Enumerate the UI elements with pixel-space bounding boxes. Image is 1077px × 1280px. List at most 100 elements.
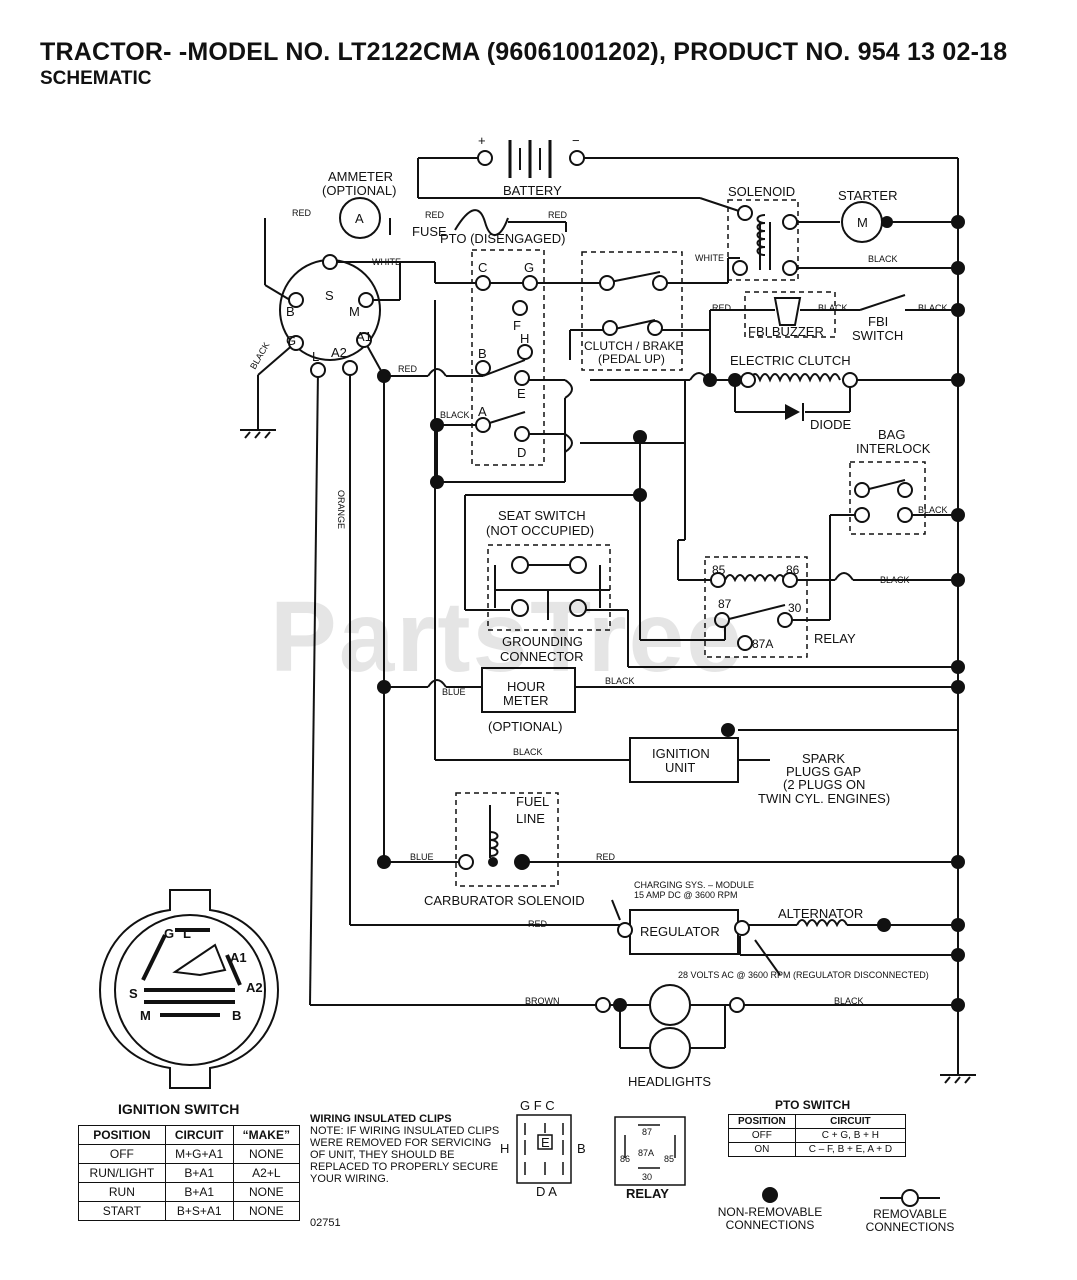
table-row: OFF M+G+A1 NONE bbox=[78, 1144, 301, 1164]
table-cell: OFF bbox=[78, 1144, 166, 1164]
pto-terminal-c: C bbox=[478, 260, 487, 275]
table-cell: RUN bbox=[78, 1182, 166, 1202]
clutch-brake-label-1: CLUTCH / BRAKE bbox=[584, 339, 683, 353]
legend-non-removable: NON-REMOVABLE CONNECTIONS bbox=[717, 1205, 823, 1232]
electric-clutch-label: ELECTRIC CLUTCH bbox=[730, 353, 851, 368]
relay-pin-85: 85 bbox=[712, 563, 726, 577]
carb-red-wire-label: RED bbox=[596, 852, 616, 862]
grounding-connector-label-2: CONNECTOR bbox=[500, 649, 584, 664]
interlock-black-wire-label: BLACK bbox=[918, 505, 948, 515]
starter-label: STARTER bbox=[838, 188, 897, 203]
headlight-black-wire-label: BLACK bbox=[834, 996, 864, 1006]
battery-label: BATTERY bbox=[503, 183, 562, 198]
spark-plugs-label-1: SPARK bbox=[802, 751, 845, 766]
orange-wire-label: ORANGE bbox=[336, 490, 346, 529]
carb-blue-wire-label: BLUE bbox=[410, 852, 434, 862]
fuse-red-wire-label: RED bbox=[425, 210, 445, 220]
diode-label: DIODE bbox=[810, 417, 852, 432]
hour-meter-optional-label: (OPTIONAL) bbox=[488, 719, 562, 734]
table-cell: OFF bbox=[728, 1128, 796, 1143]
fuel-line-label-2: LINE bbox=[516, 811, 545, 826]
ign-face-a1: A1 bbox=[230, 950, 247, 965]
pto-red-wire-label-2: RED bbox=[398, 364, 418, 374]
table-cell: START bbox=[78, 1201, 166, 1221]
ignition-white-wire-label: WHITE bbox=[372, 257, 401, 267]
starter-motor-symbol: M bbox=[857, 215, 868, 230]
fuse-label: FUSE bbox=[412, 224, 447, 239]
pto-connector-top: G F C bbox=[520, 1098, 555, 1113]
table-cell: M+G+A1 bbox=[164, 1144, 234, 1164]
solenoid-label: SOLENOID bbox=[728, 184, 795, 199]
ign-face-g: G bbox=[164, 926, 174, 941]
table-cell: RUN/LIGHT bbox=[78, 1163, 166, 1183]
key-terminal-b: B bbox=[286, 304, 295, 319]
pto-connector-left: H bbox=[500, 1141, 509, 1156]
key-terminal-m: M bbox=[349, 304, 360, 319]
pto-connector-bottom: D A bbox=[536, 1184, 557, 1199]
pto-terminal-a: A bbox=[478, 404, 487, 419]
note-text: NOTE: IF WIRING INSULATED CLIPS WERE REM… bbox=[310, 1125, 500, 1185]
headlights-label: HEADLIGHTS bbox=[628, 1074, 711, 1089]
table-row: RUN/LIGHT B+A1 A2+L bbox=[78, 1163, 301, 1183]
carburetor-solenoid-label: CARBURATOR SOLENOID bbox=[424, 893, 585, 908]
relay-pin-30: 30 bbox=[788, 601, 802, 615]
table-row: OFF C + G, B + H bbox=[728, 1128, 907, 1143]
pto-disengaged-label: PTO (DISENGAGED) bbox=[440, 231, 565, 246]
table-cell: A2+L bbox=[232, 1163, 301, 1183]
spark-plugs-label-4: TWIN CYL. ENGINES) bbox=[758, 791, 890, 806]
note-heading: WIRING INSULATED CLIPS bbox=[310, 1113, 452, 1125]
regulator-red-wire-label: RED bbox=[528, 919, 548, 929]
table-header: POSITION bbox=[728, 1114, 796, 1129]
ammeter-symbol: A bbox=[355, 211, 364, 226]
hour-meter-label-1: HOUR bbox=[507, 679, 545, 694]
spark-plugs-label-3: (2 PLUGS ON bbox=[783, 777, 865, 792]
pto-switch-title: PTO SWITCH bbox=[775, 1098, 851, 1112]
hour-meter-blue-wire-label: BLUE bbox=[442, 687, 466, 697]
pto-terminal-g: G bbox=[524, 260, 534, 275]
relay-connector-85: 85 bbox=[664, 1154, 674, 1164]
pto-terminal-e: E bbox=[517, 386, 526, 401]
table-cell: C + G, B + H bbox=[794, 1128, 907, 1143]
table-row: RUN B+A1 NONE bbox=[78, 1182, 301, 1202]
pto-terminal-b: B bbox=[478, 346, 487, 361]
table-header: POSITION bbox=[78, 1125, 166, 1145]
bag-interlock-label-2: INTERLOCK bbox=[856, 441, 931, 456]
pto-terminal-h: H bbox=[520, 331, 529, 346]
ignition-unit-black-wire-label: BLACK bbox=[513, 747, 543, 757]
table-header: “MAKE” bbox=[232, 1125, 301, 1145]
solenoid-white-wire-label: WHITE bbox=[695, 253, 724, 263]
ammeter-red-wire-label: RED bbox=[292, 208, 312, 218]
charging-system-label-1: CHARGING SYS. – MODULE bbox=[634, 880, 754, 890]
table-header: CIRCUIT bbox=[164, 1125, 234, 1145]
ignition-switch-title: IGNITION SWITCH bbox=[118, 1101, 240, 1117]
table-header-row: POSITION CIRCUIT “MAKE” bbox=[78, 1125, 301, 1145]
grounding-connector-label-1: GROUNDING bbox=[502, 634, 583, 649]
wiring-clips-note: WIRING INSULATED CLIPS NOTE: IF WIRING I… bbox=[310, 1113, 500, 1185]
relay-label: RELAY bbox=[814, 631, 856, 646]
table-cell: NONE bbox=[232, 1144, 301, 1164]
ign-face-b: B bbox=[232, 1008, 241, 1023]
page-subtitle: SCHEMATIC bbox=[40, 68, 152, 89]
fbi-buzzer-label: FBI BUZZER bbox=[748, 324, 824, 339]
relay-connector-87: 87 bbox=[642, 1127, 652, 1137]
buzzer-black-wire-label: BLACK bbox=[818, 303, 848, 313]
starter-black-wire-label: BLACK bbox=[868, 254, 898, 264]
ignition-unit-label-2: UNIT bbox=[665, 760, 695, 775]
seat-switch-label-2: (NOT OCCUPIED) bbox=[486, 523, 594, 538]
key-terminal-a2: A2 bbox=[331, 345, 347, 360]
battery-plus-label: + bbox=[478, 133, 486, 148]
hour-meter-label-2: METER bbox=[503, 693, 549, 708]
regulator-label: REGULATOR bbox=[640, 924, 720, 939]
relay-pin-86: 86 bbox=[786, 563, 800, 577]
pto-red-wire-label: RED bbox=[548, 210, 568, 220]
clutch-brake-label-2: (PEDAL UP) bbox=[598, 352, 665, 366]
drawing-code: 02751 bbox=[310, 1217, 341, 1229]
pto-connector-center: E bbox=[541, 1135, 550, 1150]
bag-interlock-label-1: BAG bbox=[878, 427, 905, 442]
fbi-switch-label-1: FBI bbox=[868, 314, 888, 329]
table-cell: B+S+A1 bbox=[164, 1201, 234, 1221]
table-cell: B+A1 bbox=[164, 1182, 234, 1202]
key-terminal-l: L bbox=[312, 349, 319, 364]
alternator-label: ALTERNATOR bbox=[778, 906, 863, 921]
